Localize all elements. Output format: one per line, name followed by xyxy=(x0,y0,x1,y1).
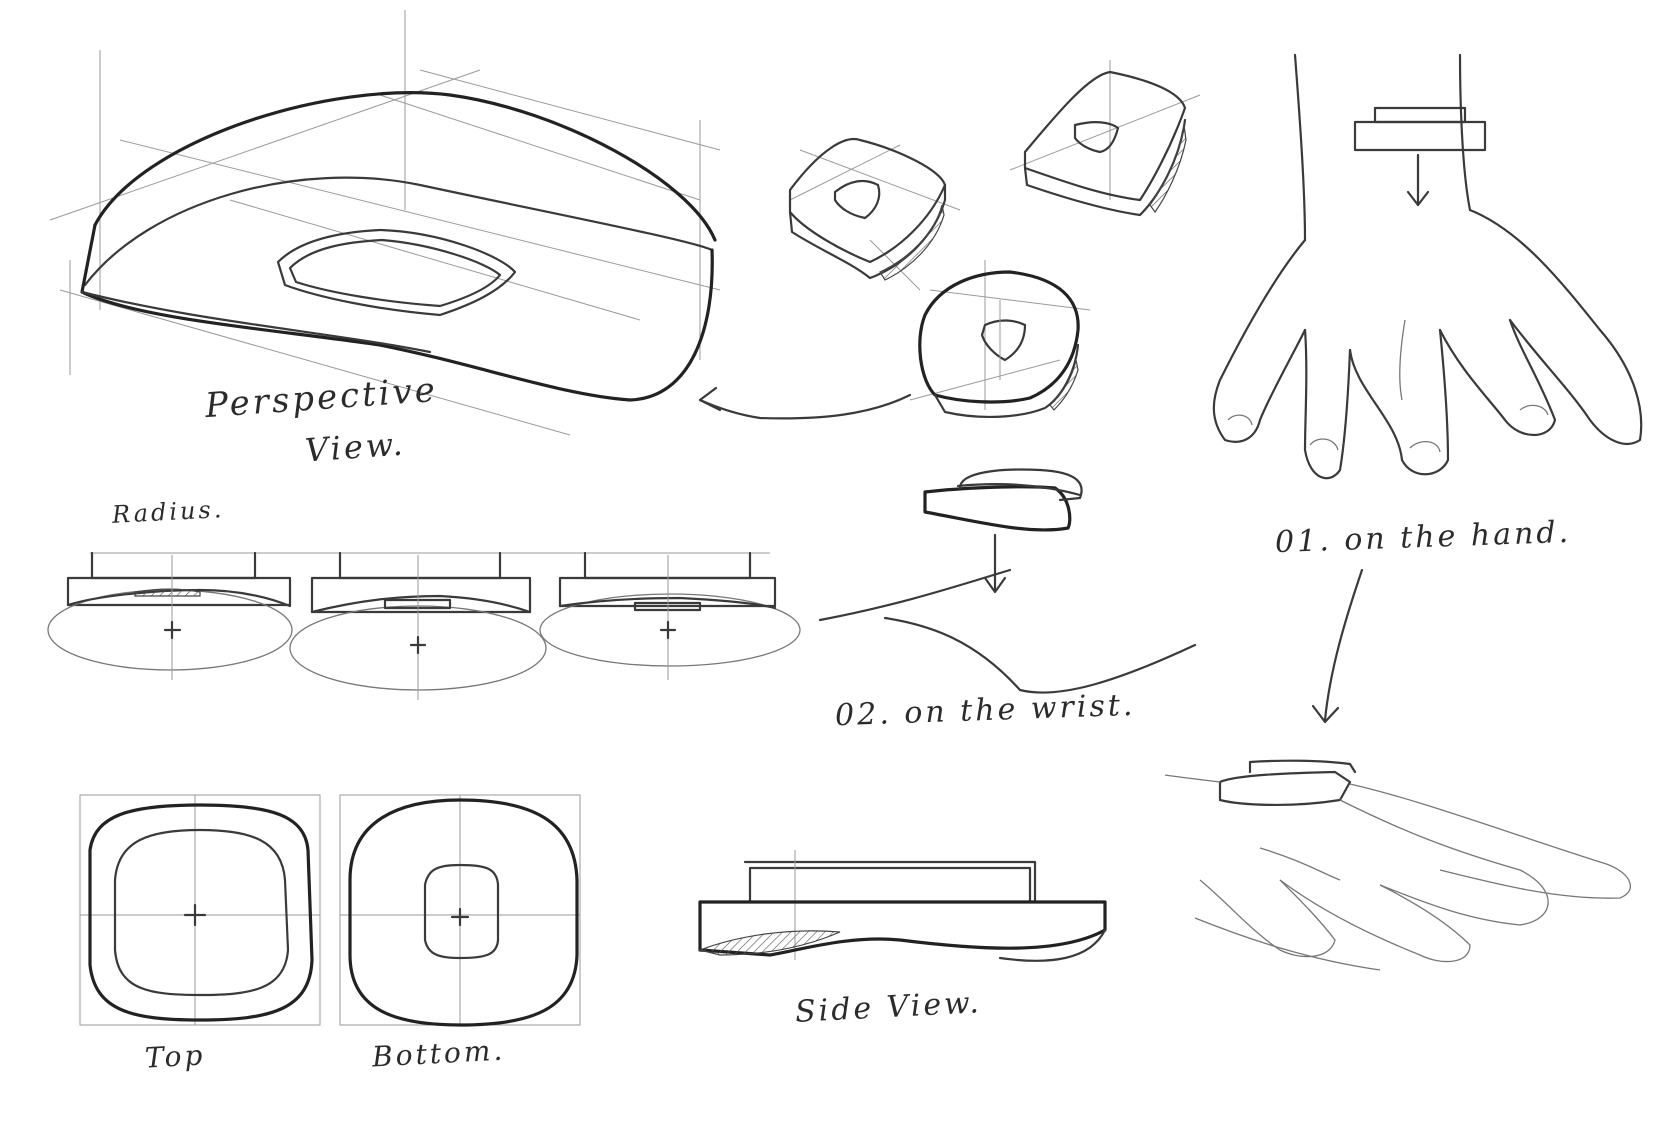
perspective-view-sketch xyxy=(49,10,912,436)
hand-side-view-sketch xyxy=(1164,759,1632,971)
radius-studies xyxy=(47,551,801,700)
top-view-label: Top xyxy=(144,1038,207,1075)
bottom-view-sketch xyxy=(339,794,581,1027)
small-perspective-sketches xyxy=(788,60,1201,418)
side-view-sketch xyxy=(697,850,1107,962)
perspective-view-label-line2: View. xyxy=(303,424,407,470)
hand-top-view-sketch xyxy=(1212,53,1643,724)
wrist-sketch xyxy=(818,468,1197,694)
top-view-sketch xyxy=(79,794,321,1026)
radius-label: Radius. xyxy=(111,495,226,529)
bottom-view-label: Bottom. xyxy=(371,1033,507,1074)
